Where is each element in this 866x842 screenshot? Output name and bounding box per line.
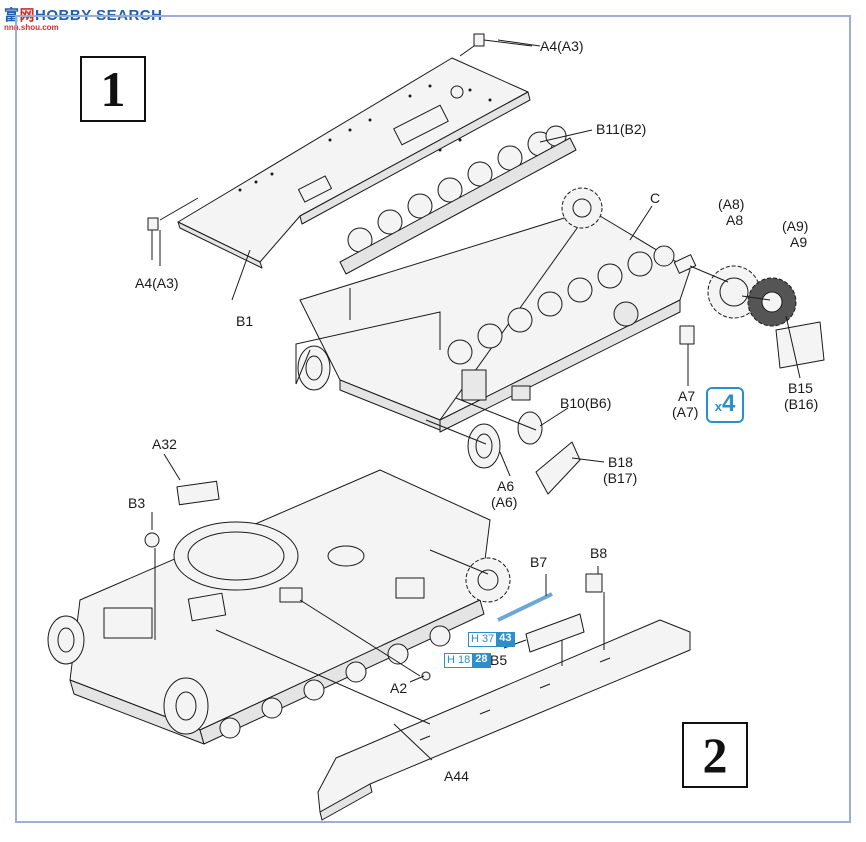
rod-b7: [497, 592, 553, 622]
label-b15: B15: [788, 380, 813, 396]
bracket-a4-left: [147, 197, 199, 260]
label-a7: A7: [678, 388, 696, 404]
page-frame: [15, 15, 851, 823]
sprocket-assembled: [465, 557, 511, 603]
label-c: C: [650, 190, 661, 206]
idler-wheel-a6: [467, 423, 501, 469]
plate-b15: [775, 321, 825, 369]
label-b10: B10(B6): [560, 395, 612, 411]
fender-a44: [317, 619, 691, 821]
paint-ref-h: H: [447, 654, 455, 666]
watermark-sub: nnn.shou.com: [4, 23, 59, 32]
sprocket-a9: [747, 277, 797, 327]
label-a9-paren: (A9): [782, 218, 809, 234]
paint-ref-code1: 37: [482, 633, 495, 645]
bogie-row-lower: [447, 245, 675, 365]
label-a8: A8: [726, 212, 744, 228]
label-a4-top: A4(A3): [540, 38, 584, 54]
hatch-a32: [176, 480, 220, 506]
label-a44: A44: [444, 768, 469, 784]
quantity-badge: x4: [706, 387, 744, 423]
paint-ref-code2: 28: [472, 653, 491, 668]
label-a9: A9: [790, 234, 808, 250]
label-b8: B8: [590, 545, 608, 561]
label-a4-left: A4(A3): [135, 275, 179, 291]
label-a6-paren: (A6): [491, 494, 518, 510]
bracket-b18: [535, 441, 581, 495]
step-number-1: 1: [80, 56, 146, 122]
label-b11: B11(B2): [596, 121, 647, 137]
paint-ref-code1: 18: [458, 654, 471, 666]
bogie-row-b11: [339, 125, 577, 275]
step-number-2: 2: [682, 722, 748, 788]
paint-ref-code2: 43: [496, 632, 515, 647]
front-wheel-left: [297, 345, 331, 391]
quantity-prefix: x: [714, 399, 722, 414]
label-a6: A6: [497, 478, 515, 494]
part-b8: [585, 573, 603, 593]
label-b5: B5: [490, 652, 508, 668]
label-b16: (B16): [784, 396, 819, 412]
road-wheels-assembled: [47, 615, 451, 739]
part-b5: [525, 613, 585, 653]
label-b18: B18: [608, 454, 633, 470]
quantity-value: 4: [721, 390, 736, 417]
final-drive-hub: [673, 254, 697, 274]
leader-lines: [151, 39, 801, 761]
part-b3: [144, 532, 160, 548]
label-a8-paren: (A8): [718, 196, 745, 212]
label-b7: B7: [530, 554, 548, 570]
paint-ref-h: H: [471, 633, 479, 645]
label-b1: B1: [236, 313, 254, 329]
sprocket-rear: [561, 187, 603, 229]
bracket-a4-top: [459, 33, 533, 57]
part-a2: [421, 671, 431, 681]
label-b17: (B17): [603, 470, 638, 486]
hull-top-b1: [177, 57, 531, 269]
part-a7: [679, 325, 695, 345]
label-a32: A32: [152, 436, 177, 452]
label-a7-paren: (A7): [672, 404, 699, 420]
label-b3: B3: [128, 495, 146, 511]
label-a2: A2: [390, 680, 408, 696]
